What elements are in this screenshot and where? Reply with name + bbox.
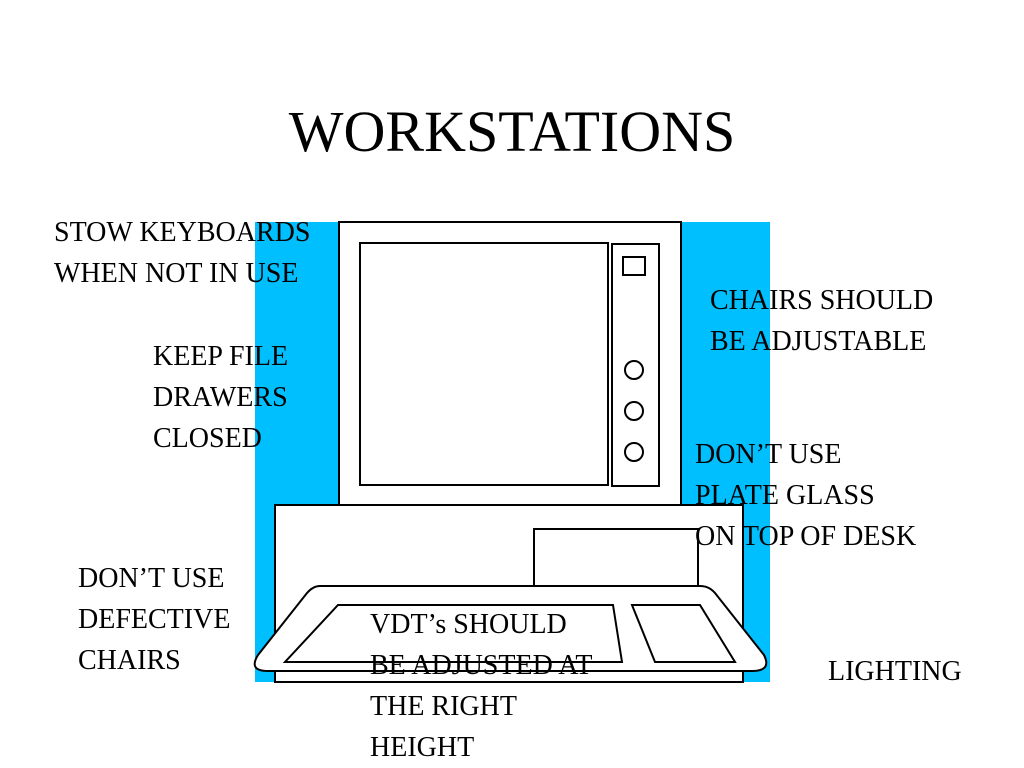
disk-drive-slot — [533, 528, 699, 588]
keyboard — [253, 585, 768, 672]
keyboard-main-keys — [282, 604, 624, 663]
label-defective-chairs: DON’T USE DEFECTIVE CHAIRS — [78, 563, 231, 676]
power-indicator-icon — [622, 256, 646, 276]
control-knob-icon — [624, 360, 644, 380]
control-knob-icon — [624, 442, 644, 462]
label-plate-glass: DON’T USE PLATE GLASS ON TOP OF DESK — [695, 439, 917, 552]
control-knob-icon — [624, 401, 644, 421]
label-keep-file-drawers: KEEP FILE DRAWERS CLOSED — [153, 341, 289, 454]
label-vdt-height: VDT’s SHOULD BE ADJUSTED AT THE RIGHT HE… — [370, 609, 593, 763]
label-chairs-adjustable: CHAIRS SHOULD BE ADJUSTABLE — [710, 285, 934, 357]
slide-title: WORKSTATIONS — [288, 99, 736, 164]
label-stow-keyboards: STOW KEYBOARDS WHEN NOT IN USE — [54, 217, 311, 289]
label-lighting: LIGHTING — [828, 656, 962, 687]
monitor — [338, 221, 682, 507]
keyboard-numpad — [630, 604, 737, 663]
monitor-screen — [359, 242, 609, 486]
